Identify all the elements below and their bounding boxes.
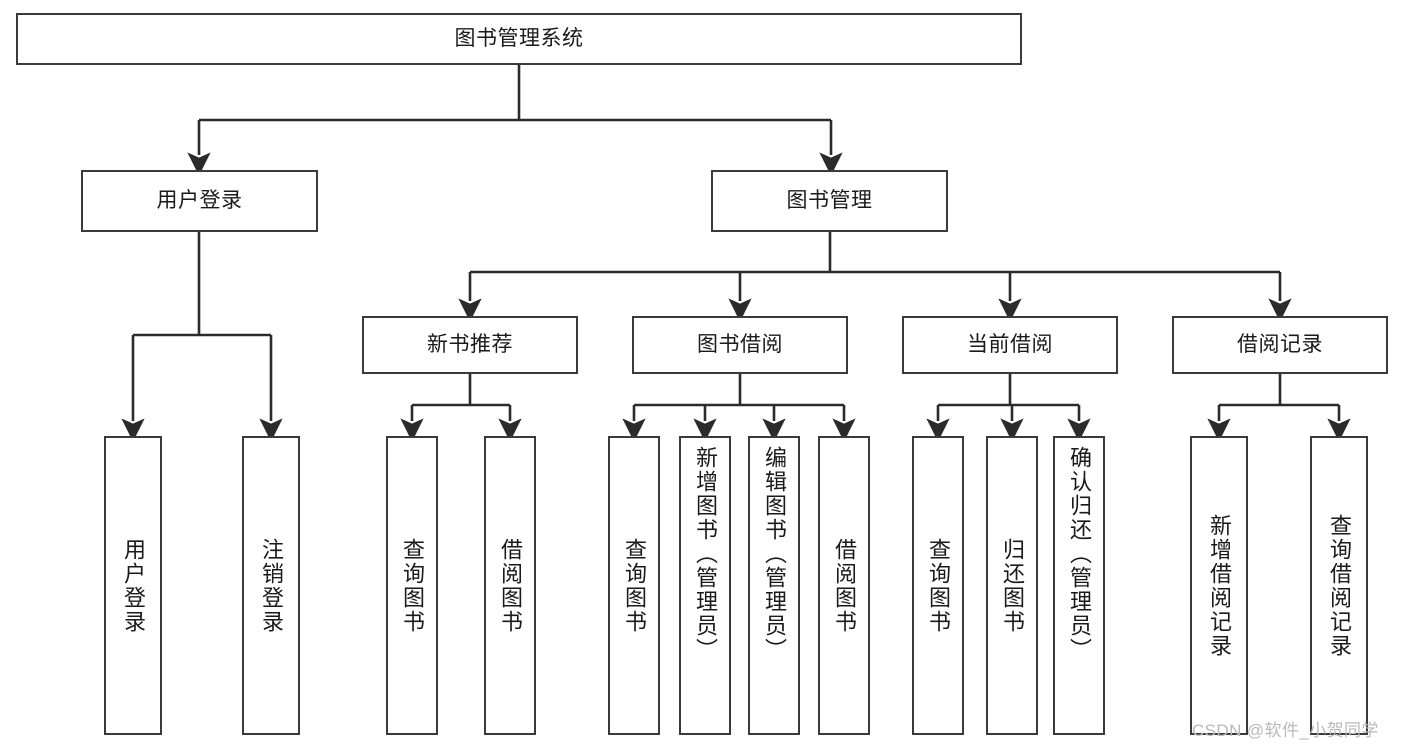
- leaf-borrow-book[interactable]: 借阅图书: [818, 436, 870, 735]
- leaf-query-books-current-label: 查询图书: [926, 537, 951, 634]
- current-borrow[interactable]: 当前借阅: [902, 316, 1118, 374]
- leaf-confirm-return-admin[interactable]: 确认归还（管理员）: [1053, 436, 1105, 735]
- leaf-return-book[interactable]: 归还图书: [986, 436, 1038, 735]
- leaf-add-borrow-record-label: 新增借阅记录: [1207, 513, 1232, 658]
- leaf-edit-book-admin-label: 编辑图书（管理员）: [762, 446, 787, 662]
- leaf-query-books-borrow[interactable]: 查询图书: [608, 436, 660, 735]
- leaf-borrow-book-label: 借阅图书: [832, 537, 857, 634]
- leaf-borrow-books-recommend[interactable]: 借阅图书: [484, 436, 536, 735]
- csdn-watermark: CSDN @软件_小贺同学: [1192, 721, 1379, 740]
- leaf-add-borrow-record[interactable]: 新增借阅记录: [1190, 436, 1248, 735]
- leaf-query-books-current[interactable]: 查询图书: [912, 436, 964, 735]
- borrow-record-label: 借阅记录: [1237, 333, 1323, 357]
- leaf-return-book-label: 归还图书: [1000, 537, 1025, 634]
- leaf-query-books-recommend-label: 查询图书: [400, 537, 425, 634]
- user-login[interactable]: 用户登录: [81, 170, 318, 232]
- book-borrow-label: 图书借阅: [697, 333, 783, 357]
- new-book-recommend-label: 新书推荐: [427, 333, 513, 357]
- current-borrow-label: 当前借阅: [967, 333, 1053, 357]
- leaf-logout-login-label: 注销登录: [259, 537, 284, 634]
- leaf-edit-book-admin[interactable]: 编辑图书（管理员）: [748, 436, 800, 735]
- leaf-confirm-return-admin-label: 确认归还（管理员）: [1067, 446, 1092, 662]
- leaf-user-login[interactable]: 用户登录: [104, 436, 162, 735]
- leaf-query-books-borrow-label: 查询图书: [622, 537, 647, 634]
- root-node-label: 图书管理系统: [454, 27, 584, 51]
- leaf-borrow-books-recommend-label: 借阅图书: [498, 537, 523, 634]
- leaf-query-books-recommend[interactable]: 查询图书: [386, 436, 438, 735]
- book-management[interactable]: 图书管理: [711, 170, 948, 232]
- leaf-add-book-admin-label: 新增图书（管理员）: [693, 446, 718, 662]
- new-book-recommend[interactable]: 新书推荐: [362, 316, 578, 374]
- leaf-user-login-label: 用户登录: [121, 537, 146, 634]
- leaf-add-book-admin[interactable]: 新增图书（管理员）: [679, 436, 731, 735]
- borrow-record[interactable]: 借阅记录: [1172, 316, 1388, 374]
- leaf-query-borrow-record-label: 查询借阅记录: [1327, 513, 1352, 658]
- root-node[interactable]: 图书管理系统: [16, 13, 1022, 65]
- book-borrow[interactable]: 图书借阅: [632, 316, 848, 374]
- leaf-query-borrow-record[interactable]: 查询借阅记录: [1310, 436, 1368, 735]
- book-management-label: 图书管理: [786, 189, 873, 213]
- leaf-logout-login[interactable]: 注销登录: [242, 436, 300, 735]
- user-login-label: 用户登录: [156, 189, 243, 213]
